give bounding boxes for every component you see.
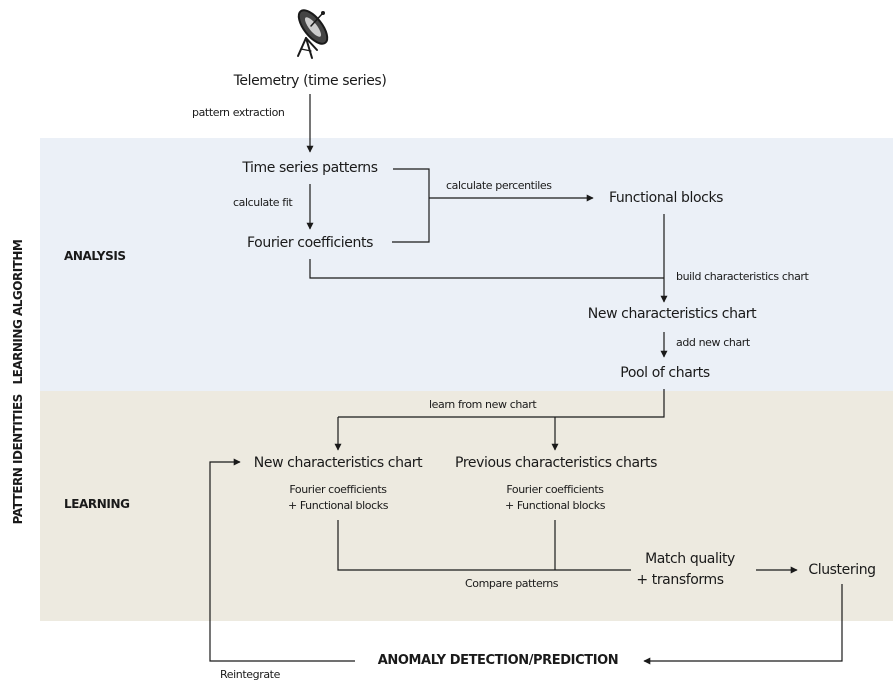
- node-clustering: Clustering: [808, 562, 876, 578]
- node-pool-of-charts: Pool of charts: [620, 365, 710, 381]
- node-match-quality: Match quality: [645, 551, 735, 567]
- previous-charts-fourier: Fourier coefficients: [506, 483, 604, 496]
- node-match-quality-transforms: + transforms: [636, 572, 724, 588]
- label-calculate-fit: calculate fit: [233, 196, 293, 209]
- label-pattern-extraction: pattern extraction: [192, 106, 285, 119]
- new-chart-functional-blocks: + Functional blocks: [287, 498, 389, 512]
- section-learning: LEARNING: [64, 497, 130, 511]
- label-compare-patterns: Compare patterns: [465, 577, 559, 590]
- node-new-characteristics-chart: New characteristics chart: [587, 306, 757, 322]
- bracket-patterns-fourier: [392, 168, 430, 243]
- previous-charts-contents: Fourier coefficients + Functional blocks: [504, 482, 606, 514]
- previous-charts-functional-blocks: + Functional blocks: [504, 498, 606, 512]
- label-reintegrate: Reintegrate: [220, 668, 280, 681]
- connector-pool-split: [338, 389, 665, 418]
- label-add-new-chart: add new chart: [676, 336, 750, 349]
- arrow-reintegrate-loop: [209, 458, 355, 662]
- connector-compare-patterns: [337, 520, 631, 571]
- node-fourier-coefficients: Fourier coefficients: [247, 235, 373, 251]
- learning-band: [40, 391, 893, 621]
- side-label-pattern-identities: PATTERN IDENTITIES: [11, 394, 25, 525]
- connector-fourier-to-chart: [309, 259, 664, 279]
- node-functional-blocks: Functional blocks: [608, 190, 724, 206]
- node-telemetry: Telemetry (time series): [233, 73, 387, 89]
- node-anomaly-detection: ANOMALY DETECTION/PREDICTION: [377, 653, 619, 668]
- satellite-dish-icon: [297, 9, 329, 59]
- section-analysis: ANALYSIS: [64, 249, 126, 263]
- node-previous-characteristics-charts: Previous characteristics charts: [455, 455, 657, 471]
- side-label: PATTERN IDENTITIES LEARNING ALGORITHM: [11, 237, 25, 528]
- new-chart-fourier: Fourier coefficients: [289, 483, 387, 496]
- arrow-clustering-to-anomaly: [643, 584, 843, 665]
- side-label-learning-algorithm: LEARNING ALGORITHM: [11, 239, 25, 385]
- new-chart-contents: Fourier coefficients + Functional blocks: [287, 482, 389, 514]
- label-learn-from-new-chart: learn from new chart: [429, 398, 537, 411]
- node-new-characteristics-chart-learning: New characteristics chart: [253, 455, 423, 471]
- analysis-band: [40, 138, 893, 391]
- label-build-characteristics-chart: build characteristics chart: [676, 270, 809, 283]
- node-time-series-patterns: Time series patterns: [242, 160, 378, 176]
- label-calculate-percentiles: calculate percentiles: [446, 179, 552, 192]
